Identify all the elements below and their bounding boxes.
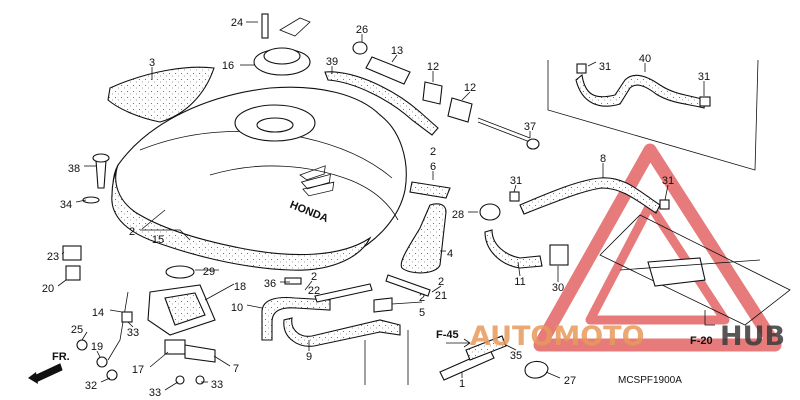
- hose-14: [107, 291, 129, 361]
- callout-c5: 5: [419, 307, 425, 319]
- knee-pad-3: [107, 66, 215, 123]
- strip-22: [314, 283, 373, 303]
- pad-6: [409, 181, 451, 199]
- callout-c33a: 33: [127, 327, 139, 339]
- callout-c36: 36: [264, 278, 276, 290]
- callout-c1: 1: [459, 378, 465, 390]
- clip-31-mid: [509, 191, 520, 202]
- callout-c25: 25: [71, 324, 83, 336]
- callout-c22: 22: [308, 285, 320, 297]
- callout-c3: 3: [149, 57, 155, 69]
- diagram-code: MCSPF1900A: [618, 375, 682, 386]
- clip-31-top-right: [699, 96, 711, 107]
- breather-group-box: [547, 59, 759, 171]
- trim-strip-39: [324, 71, 439, 136]
- strip-21: [385, 274, 431, 297]
- callout-c6: 6: [430, 161, 436, 173]
- callout-c20: 20: [42, 283, 54, 295]
- washer-19: [96, 356, 108, 368]
- watermark-text: AUTOMOTO HUB: [470, 321, 785, 352]
- callout-c2a: 2: [129, 226, 135, 238]
- callout-c12a: 12: [427, 61, 439, 73]
- side-pad-4: [400, 203, 447, 274]
- callout-c18: 18: [234, 281, 246, 293]
- callout-c11: 11: [514, 276, 525, 288]
- hose-1: [439, 349, 495, 381]
- callout-c19: 19: [91, 341, 103, 353]
- callout-c8: 8: [600, 153, 606, 165]
- callout-c29: 29: [203, 266, 215, 278]
- clamp-27: [524, 360, 549, 379]
- hose-11: [484, 229, 543, 269]
- mount-parts-12-13-26-37: [352, 41, 540, 150]
- callout-c9: 9: [306, 351, 312, 363]
- callout-c14: 14: [92, 307, 104, 319]
- hose-8: [519, 177, 661, 215]
- callout-c24: 24: [231, 17, 243, 29]
- callout-c33b: 33: [149, 387, 161, 399]
- callout-c31a: 31: [599, 61, 611, 73]
- callout-c33c: 33: [211, 379, 223, 391]
- watermark-part2: HUB: [720, 321, 785, 352]
- callout-c34: 34: [60, 199, 72, 211]
- fitting-28: [479, 203, 501, 221]
- valve-30: [549, 244, 569, 266]
- callout-c23: 23: [47, 251, 59, 263]
- callout-c26: 26: [356, 24, 368, 36]
- clip-36: [284, 277, 302, 285]
- pad-5: [373, 297, 393, 313]
- callout-c28: 28: [452, 209, 464, 221]
- callout-c32: 32: [85, 380, 97, 392]
- ref-f20: F-20: [690, 335, 713, 347]
- leader-lines: [57, 21, 705, 391]
- front-label: FR.: [52, 351, 70, 363]
- callout-c27: 27: [564, 375, 576, 387]
- callout-c2e: 2: [419, 292, 425, 304]
- front-arrow: FR.: [28, 351, 70, 384]
- watermark-part1: AUTOMOTO: [470, 321, 645, 352]
- bolt-33-right: [195, 375, 205, 385]
- bolt-32: [106, 369, 118, 381]
- breather-hose-40: [575, 73, 706, 109]
- callout-c37: 37: [524, 121, 536, 133]
- connector-33-left: [121, 311, 133, 323]
- callout-c39: 39: [326, 56, 338, 68]
- callout-c30: 30: [552, 282, 564, 294]
- callout-c16: 16: [222, 60, 234, 72]
- callout-c31d: 31: [662, 175, 674, 187]
- callout-c2c: 2: [438, 276, 444, 288]
- left-fasteners: [62, 153, 110, 281]
- callout-c38: 38: [68, 163, 80, 175]
- callout-c7: 7: [233, 363, 239, 375]
- callout-c10: 10: [231, 302, 243, 314]
- ref-f45-arrow: [446, 338, 471, 348]
- fuel-tank: HONDA: [111, 86, 407, 271]
- hose-10: [261, 296, 331, 341]
- callout-c31c: 31: [510, 175, 522, 187]
- fuel-pump-assembly: [147, 265, 216, 363]
- canister-area: [599, 214, 791, 326]
- callout-c21: 21: [435, 290, 447, 302]
- callout-c40: 40: [639, 53, 651, 65]
- clip-31-top-left: [576, 63, 587, 74]
- callout-c31b: 31: [698, 71, 710, 83]
- callout-c35: 35: [510, 350, 522, 362]
- watermark-logo-triangle: [533, 143, 782, 352]
- clip-31-right: [659, 199, 670, 210]
- callout-c17: 17: [132, 364, 144, 376]
- callout-c12b: 12: [464, 82, 476, 94]
- collar-35: [465, 335, 507, 361]
- bolt-25: [76, 339, 88, 351]
- callout-c13: 13: [391, 45, 403, 57]
- hose-9: [283, 317, 401, 347]
- callout-c15: 15: [152, 234, 164, 246]
- callout-c4: 4: [447, 248, 453, 260]
- callout-c2b: 2: [430, 146, 436, 158]
- fuel-cap-16: [253, 13, 311, 76]
- callout-c2d: 2: [311, 271, 317, 283]
- ref-f45: F-45: [436, 329, 459, 341]
